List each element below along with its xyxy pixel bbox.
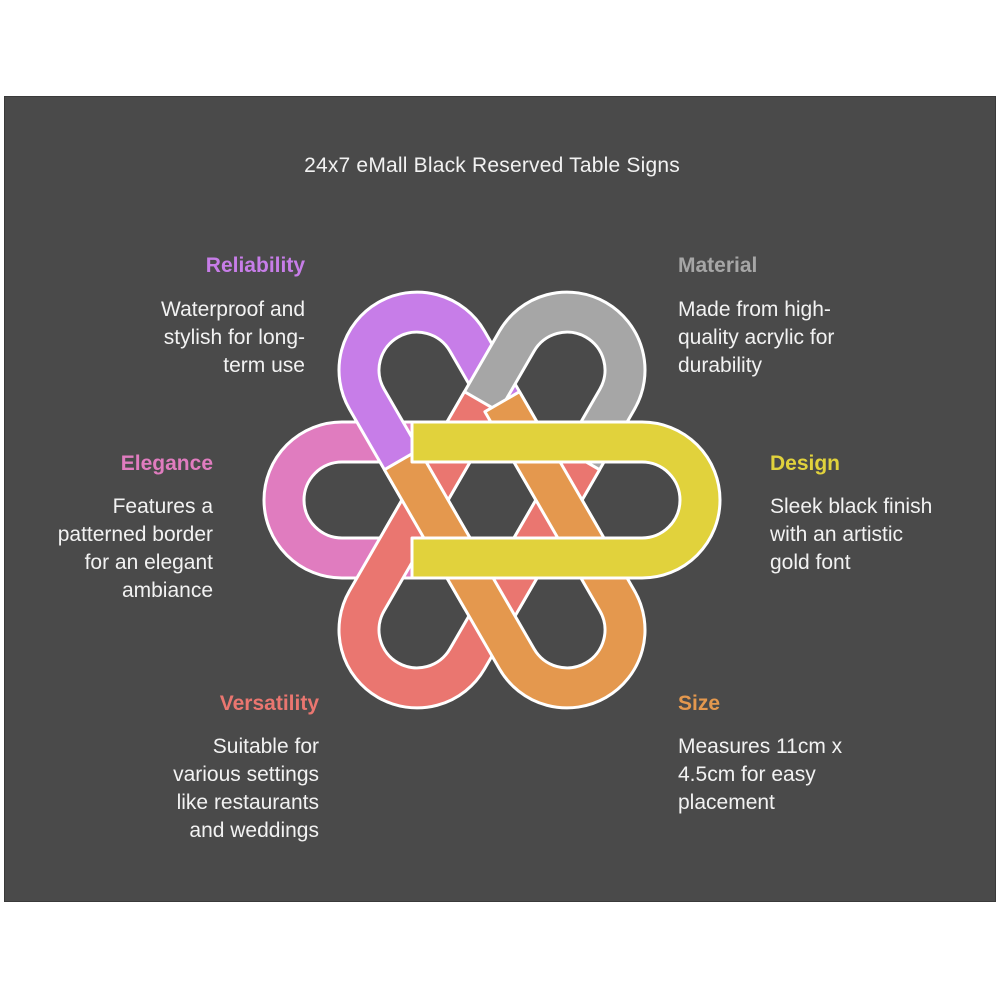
reliability-description: Waterproof and stylish for long- term us…: [161, 298, 305, 377]
material-label: Material: [678, 254, 758, 277]
versatility-label: Versatility: [219, 692, 319, 715]
elegance-description: Features a patterned border for an elega…: [57, 495, 213, 602]
design-loop: [410, 420, 722, 580]
design-description: Sleek black finish with an artistic gold…: [770, 495, 933, 574]
versatility-description: Suitable for various settings like resta…: [173, 735, 319, 842]
material-description: Made from high- quality acrylic for dura…: [678, 298, 835, 377]
size-description: Measures 11cm x 4.5cm for easy placement: [678, 735, 843, 814]
design-label: Design: [770, 452, 841, 475]
elegance-label: Elegance: [120, 452, 213, 475]
size-label: Size: [678, 692, 721, 715]
reliability-label: Reliability: [205, 254, 305, 277]
diagram-title: 24x7 eMall Black Reserved Table Signs: [304, 154, 680, 177]
diagram-panel: [4, 96, 996, 902]
